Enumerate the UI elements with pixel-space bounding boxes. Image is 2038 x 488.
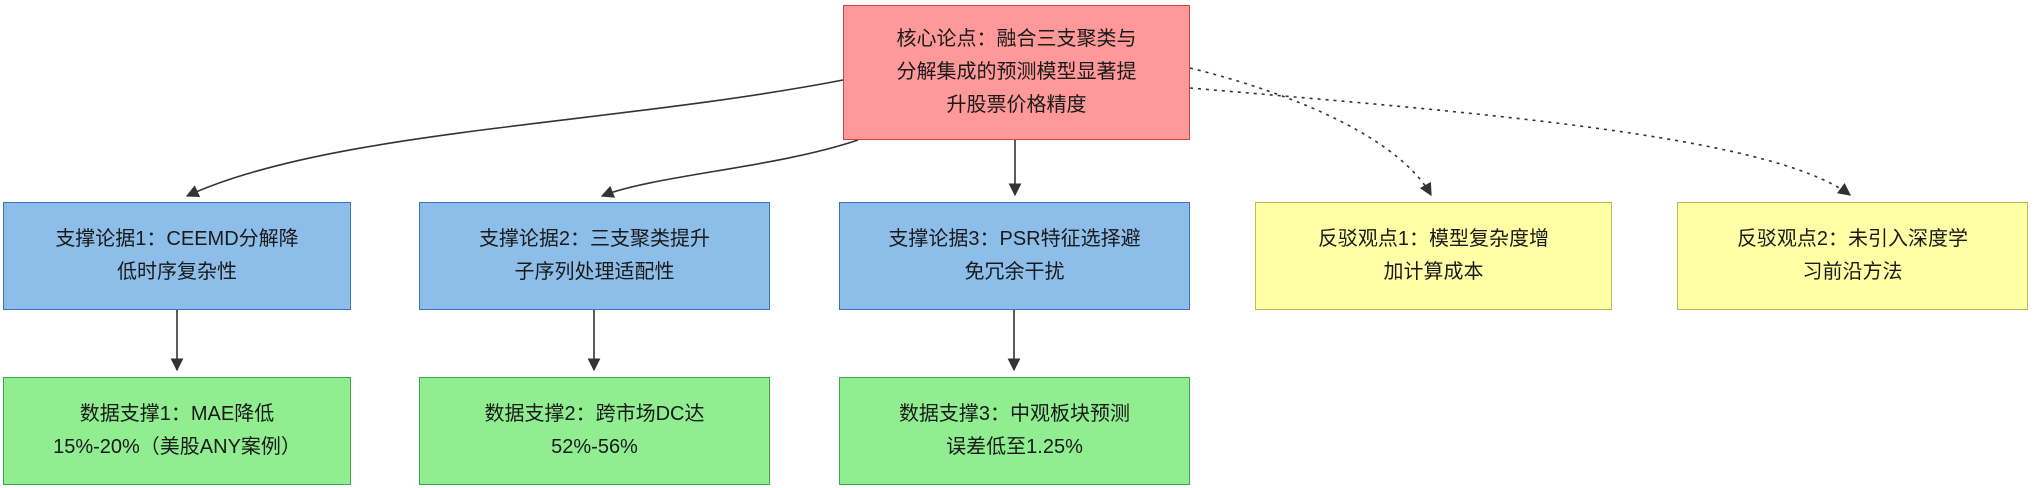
node-rebuttal-1: 反驳观点1：模型复杂度增 加计算成本 bbox=[1255, 202, 1612, 310]
node-data-support-2: 数据支撑2：跨市场DC达 52%-56% bbox=[419, 377, 770, 485]
edge-core-rebuttal2 bbox=[1189, 87, 1852, 196]
edge-core-support1 bbox=[185, 79, 844, 197]
edge-core-support2 bbox=[600, 139, 859, 198]
node-support-1: 支撑论据1：CEEMD分解降 低时序复杂性 bbox=[3, 202, 351, 310]
node-support-3: 支撑论据3：PSR特征选择避 免冗余干扰 bbox=[839, 202, 1190, 310]
node-rebuttal-2: 反驳观点2：未引入深度学 习前沿方法 bbox=[1677, 202, 2028, 310]
edge-core-rebuttal1 bbox=[1189, 67, 1432, 197]
node-core-claim: 核心论点：融合三支聚类与 分解集成的预测模型显著提 升股票价格精度 bbox=[843, 5, 1190, 140]
node-support-2: 支撑论据2：三支聚类提升 子序列处理适配性 bbox=[419, 202, 770, 310]
node-data-support-3: 数据支撑3：中观板块预测 误差低至1.25% bbox=[839, 377, 1190, 485]
node-data-support-1: 数据支撑1：MAE降低 15%-20%（美股ANY案例） bbox=[3, 377, 351, 485]
